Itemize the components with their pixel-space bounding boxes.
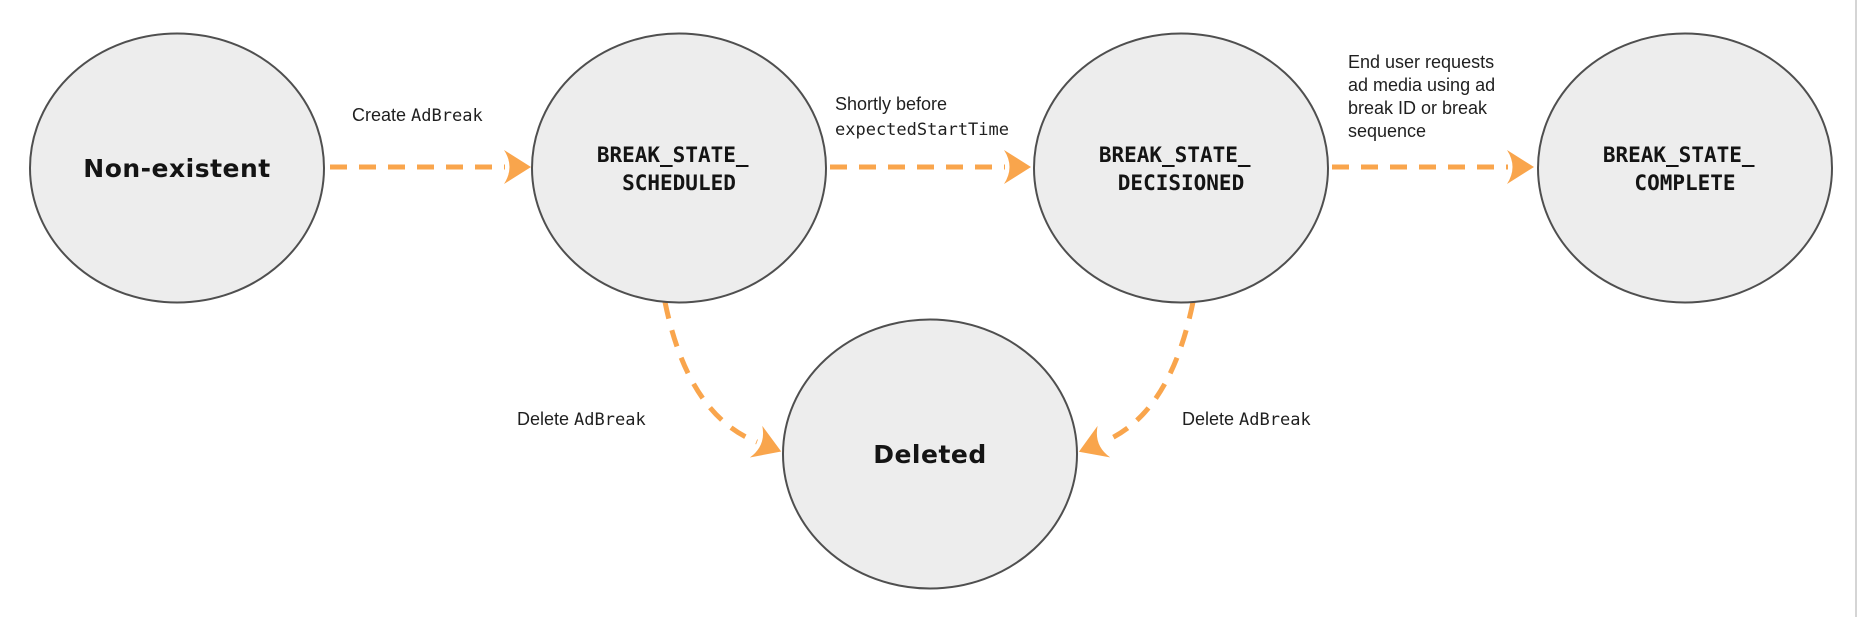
state-label-complete-line1: BREAK_STATE_ bbox=[1603, 143, 1755, 167]
state-node-non-existent bbox=[29, 32, 325, 304]
state-node-complete bbox=[1537, 32, 1833, 304]
transition-arrow-delete-from-decisioned bbox=[1078, 301, 1196, 458]
transition-label-delete-right-text: Delete bbox=[1182, 409, 1239, 429]
transition-label-delete-left-code: AdBreak bbox=[574, 410, 646, 430]
transition-arrow-delete-from-scheduled bbox=[662, 301, 782, 458]
transition-label-complete-line1: End user requests bbox=[1348, 52, 1494, 72]
state-label-non-existent: Non-existent bbox=[83, 154, 270, 183]
state-label-decisioned-line1: BREAK_STATE_ bbox=[1099, 143, 1251, 167]
state-label-scheduled-line2: SCHEDULED bbox=[622, 171, 736, 195]
transition-label-delete-right-code: AdBreak bbox=[1239, 410, 1311, 430]
state-label-complete: BREAK_STATE_ COMPLETE bbox=[1603, 143, 1767, 195]
transition-label-complete-line3: break ID or break bbox=[1348, 98, 1488, 118]
transition-label-create: Create AdBreak bbox=[352, 105, 483, 126]
state-label-scheduled-line1: BREAK_STATE_ bbox=[597, 143, 749, 167]
state-node-decisioned bbox=[1033, 32, 1329, 304]
transition-label-complete-line2: ad media using ad bbox=[1348, 75, 1495, 95]
transition-label-create-code: AdBreak bbox=[411, 106, 483, 126]
transition-label-delete-left: Delete AdBreak bbox=[517, 409, 646, 430]
state-label-deleted: Deleted bbox=[873, 440, 987, 469]
transition-label-complete-line4: sequence bbox=[1348, 121, 1426, 141]
transition-label-delete-left-text: Delete bbox=[517, 409, 574, 429]
state-label-scheduled: BREAK_STATE_ SCHEDULED bbox=[597, 143, 761, 195]
state-label-decisioned-line2: DECISIONED bbox=[1118, 171, 1244, 195]
state-label-decisioned: BREAK_STATE_ DECISIONED bbox=[1099, 143, 1263, 195]
transition-label-decision-line1: Shortly before bbox=[835, 94, 947, 114]
state-label-complete-line2: COMPLETE bbox=[1634, 171, 1735, 195]
transition-label-delete-right: Delete AdBreak bbox=[1182, 409, 1311, 430]
transition-label-decision-line2: expectedStartTime bbox=[835, 120, 1009, 140]
transition-label-create-text: Create bbox=[352, 105, 411, 125]
state-node-deleted bbox=[782, 318, 1078, 590]
state-node-scheduled bbox=[531, 32, 827, 304]
